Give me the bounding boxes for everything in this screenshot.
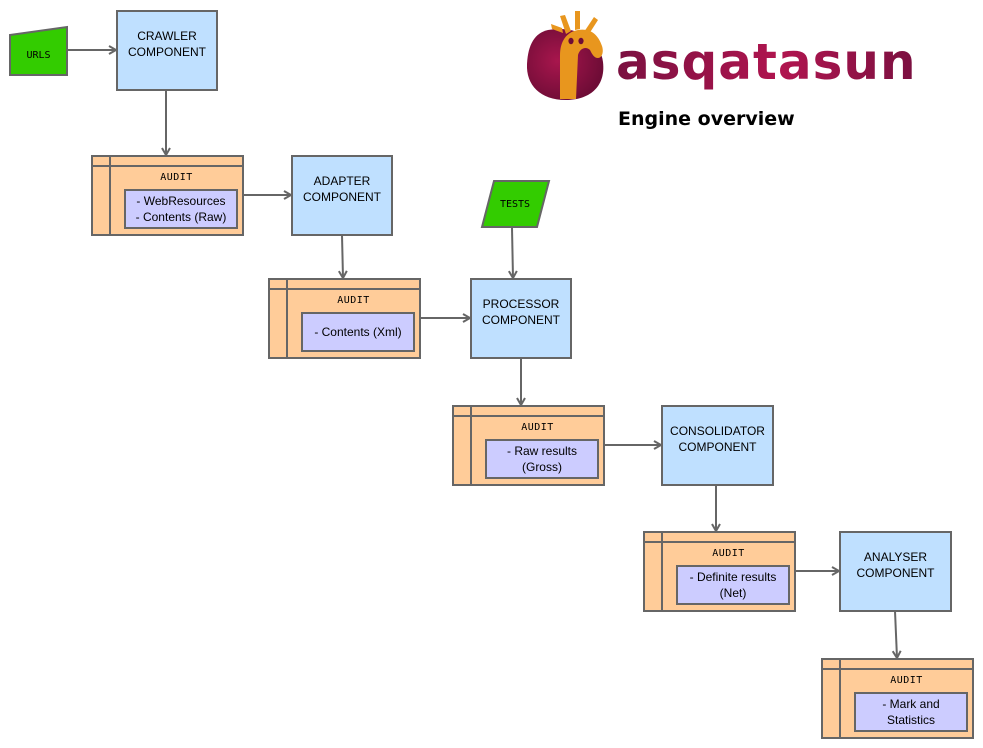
- urls-input-label: URLS: [26, 50, 51, 61]
- audit-divider: [109, 157, 111, 234]
- audit-divider: [270, 288, 419, 290]
- edge-tests-processor: [512, 227, 513, 278]
- audit-divider: [454, 415, 603, 417]
- audit-divider: [93, 165, 242, 167]
- audit-divider: [661, 533, 663, 610]
- processor-component: PROCESSOR COMPONENT: [470, 278, 572, 359]
- audit-content: - WebResources - Contents (Raw): [124, 189, 238, 229]
- audit-box-3: AUDIT - Raw results (Gross): [452, 405, 605, 486]
- tests-input-label: TESTS: [499, 199, 531, 210]
- audit-box-4: AUDIT - Definite results (Net): [643, 531, 796, 612]
- tests-input-shape: [480, 180, 551, 228]
- brand-wordmark: asqatasun: [616, 33, 917, 91]
- page-title: Engine overview: [618, 108, 795, 130]
- audit-divider: [470, 407, 472, 484]
- edge-analyser-audit5: [895, 610, 897, 658]
- urls-input-shape: [9, 25, 68, 76]
- audit-content: - Raw results (Gross): [485, 439, 599, 479]
- audit-content: - Mark and Statistics: [854, 692, 968, 732]
- giraffe-logo-icon: [526, 11, 604, 101]
- audit-divider: [839, 660, 841, 737]
- analyser-component: ANALYSER COMPONENT: [839, 531, 952, 612]
- audit-box-5: AUDIT - Mark and Statistics: [821, 658, 974, 739]
- consolidator-component: CONSOLIDATOR COMPONENT: [661, 405, 774, 486]
- adapter-component: ADAPTER COMPONENT: [291, 155, 393, 236]
- audit-divider: [286, 280, 288, 357]
- audit-title: AUDIT: [712, 548, 745, 559]
- audit-title: AUDIT: [521, 422, 554, 433]
- audit-title: AUDIT: [337, 295, 370, 306]
- audit-title: AUDIT: [160, 172, 193, 183]
- audit-divider: [823, 668, 972, 670]
- audit-content: - Contents (Xml): [301, 312, 415, 352]
- audit-content: - Definite results (Net): [676, 565, 790, 605]
- crawler-component: CRAWLER COMPONENT: [116, 10, 218, 91]
- edge-adapter-audit2: [342, 234, 343, 278]
- audit-divider: [645, 541, 794, 543]
- audit-box-2: AUDIT - Contents (Xml): [268, 278, 421, 359]
- audit-title: AUDIT: [890, 675, 923, 686]
- audit-box-1: AUDIT - WebResources - Contents (Raw): [91, 155, 244, 236]
